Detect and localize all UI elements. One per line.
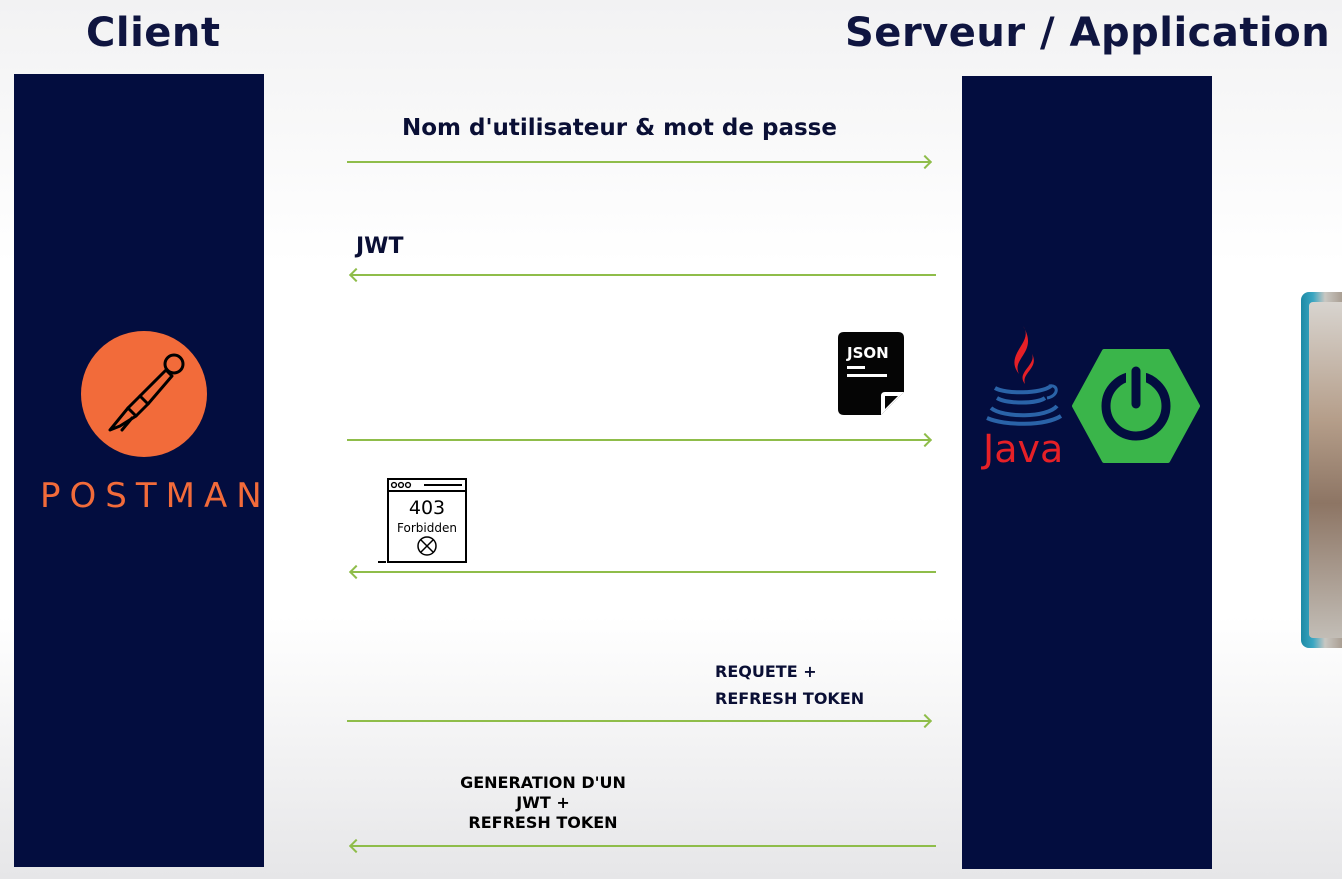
- server-panel: [962, 76, 1212, 869]
- client-title: Client: [86, 10, 221, 56]
- arrow-refresh-request: [347, 713, 933, 729]
- java-icon: Java: [981, 326, 1063, 471]
- server-title: Serveur / Application: [845, 10, 1331, 56]
- arrow-generation: [348, 838, 936, 854]
- generation-line-3: REFRESH TOKEN: [468, 813, 618, 832]
- java-wordmark: Java: [981, 427, 1063, 471]
- arrow-json-request: [347, 432, 933, 448]
- credentials-label: Nom d'utilisateur & mot de passe: [402, 115, 837, 141]
- arrow-forbidden: [348, 564, 936, 580]
- generation-line-1: GENERATION D'UN: [460, 773, 626, 792]
- requete-line-1: REQUETE +: [715, 662, 817, 681]
- json-document-icon: JSON: [838, 332, 904, 415]
- postman-icon: [81, 331, 207, 457]
- postman-wordmark: POSTMAN: [40, 476, 271, 516]
- arrow-jwt: [348, 267, 936, 283]
- forbidden-window-icon: 403 Forbidden: [378, 478, 467, 563]
- forbidden-code: 403: [409, 497, 445, 519]
- requete-label: REQUETE + REFRESH TOKEN: [715, 658, 864, 712]
- client-panel: [14, 74, 264, 867]
- json-icon-text: JSON: [846, 344, 889, 362]
- spring-boot-icon: [1072, 349, 1200, 463]
- generation-label: GENERATION D'UN JWT + REFRESH TOKEN: [442, 773, 644, 833]
- generation-line-2: JWT +: [516, 793, 570, 812]
- forbidden-text: Forbidden: [397, 521, 457, 535]
- requete-line-2: REFRESH TOKEN: [715, 689, 865, 708]
- arrow-credentials: [347, 154, 933, 170]
- jwt-label: JWT: [356, 234, 404, 259]
- side-thumbnail: [1301, 292, 1342, 648]
